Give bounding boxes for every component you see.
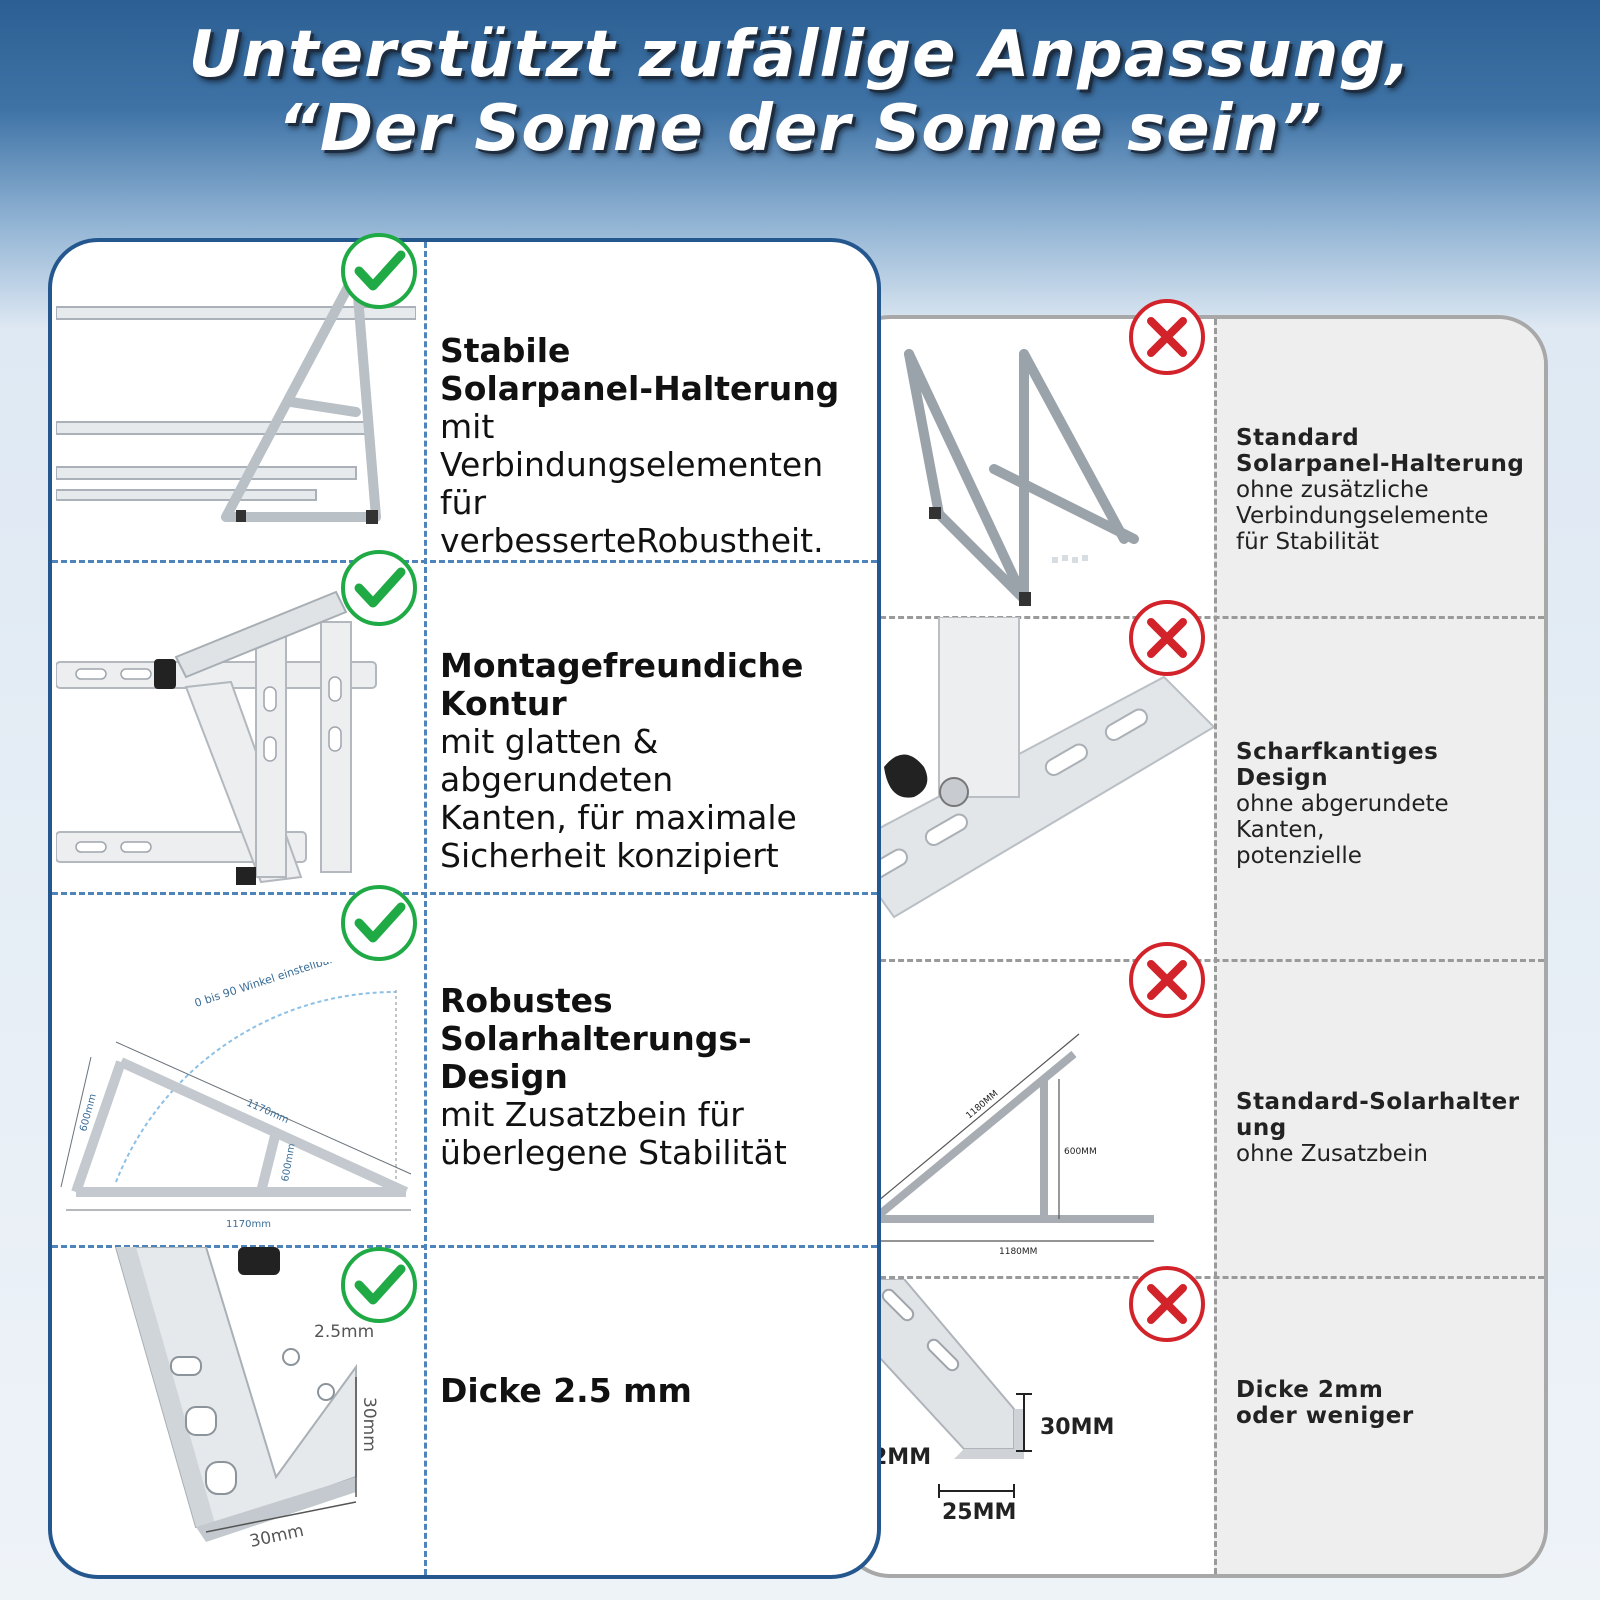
profile-height-label: 30mm: [359, 1397, 379, 1452]
item-title: ung: [1236, 1115, 1287, 1141]
base-length-label: 1170mm: [226, 1219, 271, 1230]
profile-thickness-label: 2.5mm: [314, 1322, 374, 1342]
cross-icon: [1129, 1266, 1205, 1342]
cross-icon: [1129, 942, 1205, 1018]
item-desc: ohne Zusatzbein: [1236, 1141, 1428, 1167]
item-title: Scharfkantiges: [1236, 739, 1439, 765]
cross-icon: [1129, 600, 1205, 676]
comparison-panel-standard: Standard Solarpanel-Halterung ohne zusät…: [840, 315, 1548, 1578]
improved-item-3-text: Robustes Solarhalterungs-Design mit Zusa…: [440, 982, 870, 1172]
thin-profile-image: 30MM 2MM 25MM: [844, 1279, 1114, 1525]
reinforced-bracket-image: [56, 267, 416, 524]
item-desc: ohne abgerundete: [1236, 791, 1449, 817]
item-title: Standard-Solarhalter: [1236, 1089, 1520, 1115]
improved-item-4-text: Dicke 2.5 mm: [440, 1372, 870, 1410]
comparison-panel-improved: Stabile Solarpanel-Halterung mit Verbind…: [48, 238, 881, 1579]
improved-item-2-text: Montagefreundiche Kontur mit glatten & a…: [440, 647, 870, 875]
standard-item-2-text: Scharfkantiges Design ohne abgerundete K…: [1236, 739, 1536, 869]
standard-item-4-text: Dicke 2mm oder weniger: [1236, 1377, 1536, 1429]
item-desc: mit Verbindungselementen: [440, 407, 824, 484]
standard-text-column: [1214, 319, 1544, 1574]
item-title: Design: [1236, 765, 1329, 791]
column-divider: [424, 242, 427, 1575]
item-title: Standard: [1236, 425, 1360, 451]
standard-triangle-diagram: 1180MM 600MM 1180MM: [865, 1033, 1154, 1257]
row-divider: [52, 1245, 877, 1248]
check-icon: [341, 885, 417, 961]
item-title: oder weniger: [1236, 1403, 1414, 1429]
standard-bracket-image: [904, 349, 1139, 606]
check-icon: [341, 233, 417, 309]
item-desc: potenzielle: [1236, 843, 1362, 869]
check-icon: [341, 1247, 417, 1323]
row-divider: [52, 560, 877, 563]
item-title: Solarpanel-Halterung: [440, 369, 840, 408]
thick-profile-image: 2.5mm 30mm 30mm: [114, 1247, 379, 1552]
profile-width-label: 25MM: [942, 1500, 1016, 1525]
profile-width-label: 30mm: [248, 1521, 306, 1552]
base-length-label: 1180MM: [999, 1247, 1037, 1257]
improved-item-1-text: Stabile Solarpanel-Halterung mit Verbind…: [440, 332, 870, 560]
item-title: Stabile: [440, 331, 571, 370]
check-icon: [341, 550, 417, 626]
page-title: Unterstützt zufällige Anpassung, “Der So…: [0, 18, 1600, 166]
item-desc: überlegene Stabilität: [440, 1133, 787, 1172]
item-title: Robustes: [440, 981, 613, 1020]
cross-icon: [1129, 299, 1205, 375]
item-desc: mit Zusatzbein für: [440, 1095, 744, 1134]
item-desc: für Stabilität: [1236, 529, 1380, 555]
title-line-2: “Der Sonne der Sonne sein”: [277, 92, 1323, 166]
item-desc: mit glatten & abgerundeten: [440, 722, 674, 799]
item-title: Solarhalterungs-Design: [440, 1019, 752, 1096]
row-divider: [52, 892, 877, 895]
item-desc: ohne zusätzliche: [1236, 477, 1429, 503]
item-title: Solarpanel-Halterung: [1236, 451, 1525, 477]
item-desc: Verbindungselemente: [1236, 503, 1489, 529]
profile-thickness-label: 2MM: [872, 1445, 931, 1470]
item-desc: Kanten,: [1236, 817, 1325, 843]
item-desc: Sicherheit konzipiert: [440, 836, 779, 875]
title-line-1: Unterstützt zufällige Anpassung,: [188, 18, 1412, 92]
item-desc: für verbesserteRobustheit.: [440, 483, 824, 560]
standard-item-3-text: Standard-Solarhalter ung ohne Zusatzbein: [1236, 1089, 1536, 1167]
leg-length-label: 600mm: [280, 1143, 298, 1183]
rounded-contour-image: [56, 590, 377, 885]
item-title: Dicke 2.5 mm: [440, 1371, 692, 1410]
item-title: Dicke 2mm: [1236, 1377, 1384, 1403]
item-desc: Kanten, für maximale: [440, 798, 797, 837]
adjustable-triangle-diagram: 0 bis 90 Winkel einstellbar 1170mm 600mm…: [60, 962, 412, 1230]
standard-item-1-text: Standard Solarpanel-Halterung ohne zusät…: [1236, 425, 1536, 555]
height-label: 600MM: [1064, 1147, 1097, 1157]
profile-height-label: 30MM: [1040, 1415, 1114, 1440]
item-title: Kontur: [440, 684, 567, 723]
item-title: Montagefreundiche: [440, 646, 804, 685]
